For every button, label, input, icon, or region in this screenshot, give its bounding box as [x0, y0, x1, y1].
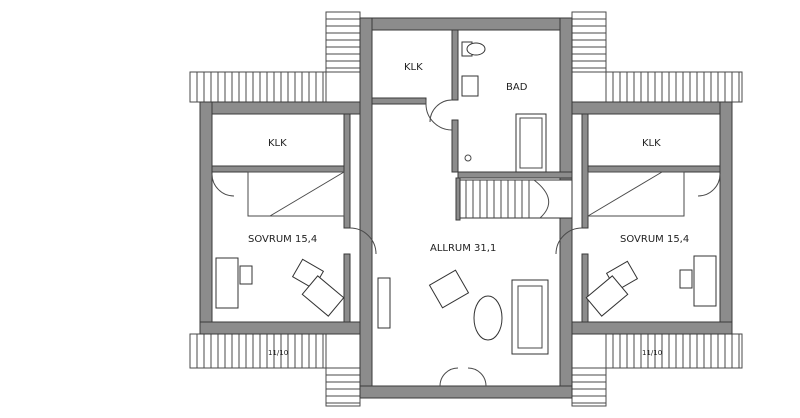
- furniture: [215, 255, 717, 355]
- label-klk-right: KLK: [642, 138, 661, 149]
- label-sovrum-right: SOVRUM 15,4: [620, 234, 689, 245]
- doors: [211, 99, 721, 387]
- interior-walls: [211, 29, 721, 323]
- label-klk-left: KLK: [268, 138, 287, 149]
- bathroom-fixtures: [461, 41, 547, 173]
- label-allrum: ALLRUM 31,1: [430, 243, 496, 254]
- label-bad: BAD: [506, 82, 528, 93]
- roof-hatch-lines: [189, 11, 740, 404]
- label-sovrum-left: SOVRUM 15,4: [248, 234, 317, 245]
- staircase: [459, 179, 573, 219]
- label-slope-left: 11/10: [268, 349, 288, 357]
- label-slope-right: 11/10: [642, 349, 662, 357]
- label-klk-top: KLK: [404, 62, 423, 73]
- wardrobes: [247, 171, 685, 217]
